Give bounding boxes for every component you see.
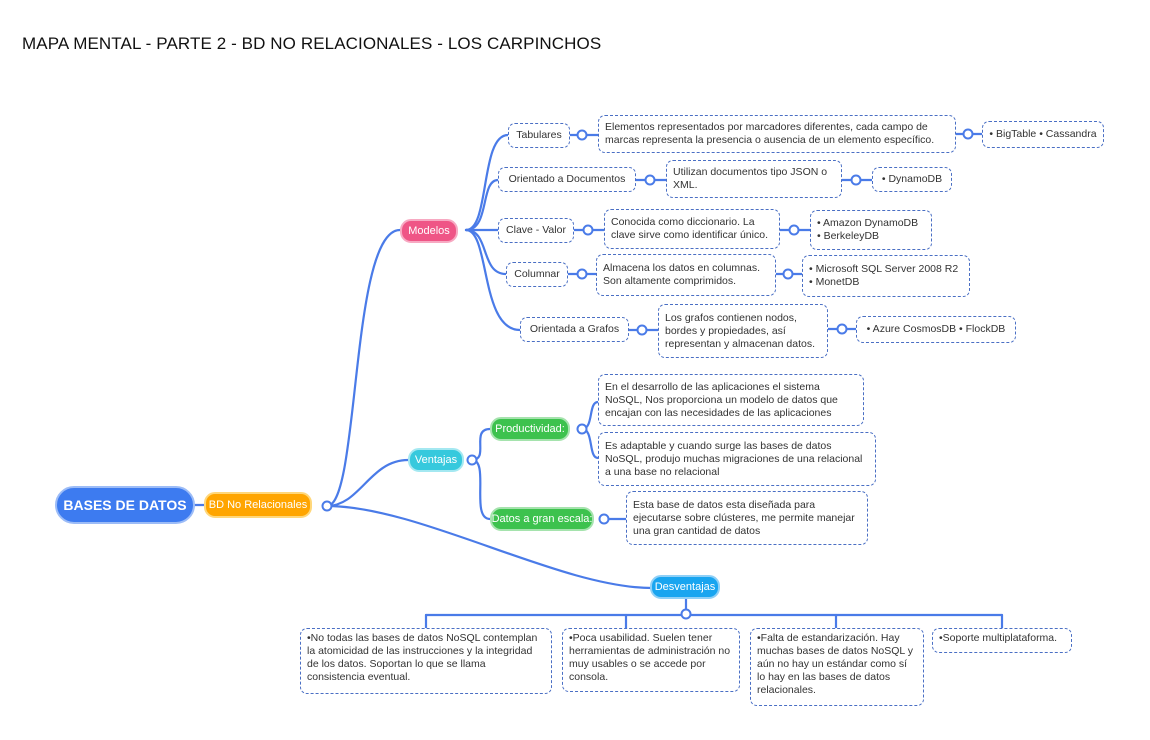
- modelo-columnar-description: Almacena los datos en columnas. Son alta…: [596, 254, 776, 296]
- modelo-grafos[interactable]: Orientada a Grafos: [520, 317, 629, 342]
- modelo-columnar-examples: • Microsoft SQL Server 2008 R2 • MonetDB: [802, 255, 970, 297]
- modelo-grafos-description: Los grafos contienen nodos, bordes y pro…: [658, 304, 828, 358]
- escala-node[interactable]: Datos a gran escala:: [490, 507, 594, 531]
- modelo-columnar[interactable]: Columnar: [506, 262, 568, 287]
- modelo-documentos-examples: • DynamoDB: [872, 167, 952, 192]
- root-node[interactable]: BASES DE DATOS: [55, 486, 195, 524]
- productividad-node[interactable]: Productividad:: [490, 417, 570, 441]
- desventaja-item-3: •Falta de estandarización. Hay muchas ba…: [750, 628, 924, 706]
- desventajas-node[interactable]: Desventajas: [650, 575, 720, 599]
- modelo-clave-valor-examples: • Amazon DynamoDB • BerkeleyDB: [810, 210, 932, 250]
- modelo-clave-valor-description: Conocida como diccionario. La clave sirv…: [604, 209, 780, 249]
- modelo-tabulares-examples: • BigTable • Cassandra: [982, 121, 1104, 148]
- modelos-node[interactable]: Modelos: [400, 219, 458, 243]
- modelo-clave-valor[interactable]: Clave - Valor: [498, 218, 574, 243]
- ventajas-node[interactable]: Ventajas: [408, 448, 464, 472]
- modelo-documentos-description: Utilizan documentos tipo JSON o XML.: [666, 160, 842, 198]
- modelo-tabulares-description: Elementos representados por marcadores d…: [598, 115, 956, 153]
- main-node[interactable]: BD No Relacionales: [204, 492, 312, 518]
- desventaja-item-2: •Poca usabilidad. Suelen tener herramien…: [562, 628, 740, 692]
- page-title: MAPA MENTAL - PARTE 2 - BD NO RELACIONAL…: [22, 34, 602, 53]
- modelo-documentos[interactable]: Orientado a Documentos: [498, 167, 636, 192]
- productividad-item-2: Es adaptable y cuando surge las bases de…: [598, 432, 876, 486]
- modelo-tabulares[interactable]: Tabulares: [508, 123, 570, 148]
- desventaja-item-1: •No todas las bases de datos NoSQL conte…: [300, 628, 552, 694]
- productividad-item-1: En el desarrollo de las aplicaciones el …: [598, 374, 864, 426]
- desventaja-item-4: •Soporte multiplataforma.: [932, 628, 1072, 653]
- escala-description: Esta base de datos esta diseñada para ej…: [626, 491, 868, 545]
- modelo-grafos-examples: • Azure CosmosDB • FlockDB: [856, 316, 1016, 343]
